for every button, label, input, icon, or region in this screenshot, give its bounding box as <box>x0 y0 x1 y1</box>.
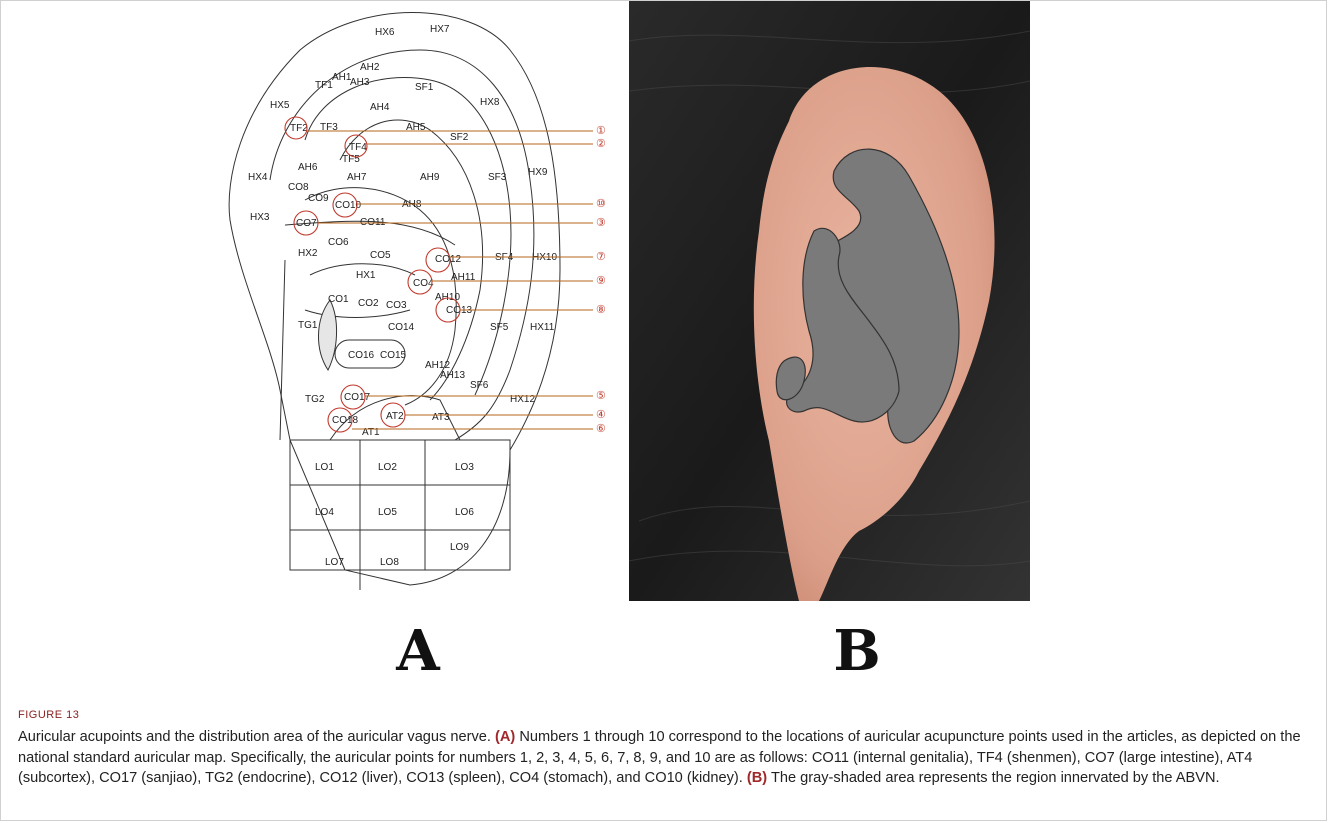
figure-number: FIGURE 13 <box>18 709 79 721</box>
marker-number: ② <box>596 138 606 150</box>
region-label-sf2: SF2 <box>450 132 469 143</box>
region-label-co8: CO8 <box>288 182 309 193</box>
region-label-at2: AT2 <box>386 411 404 422</box>
marker-number: ⑥ <box>596 423 606 435</box>
region-label-ah7: AH7 <box>347 172 367 183</box>
marker-number: ⑤ <box>596 390 606 402</box>
region-label-co6: CO6 <box>328 237 349 248</box>
region-label-tg1: TG1 <box>298 320 318 331</box>
marker-number: ⑦ <box>596 251 606 263</box>
region-label-lo8: LO8 <box>380 557 399 568</box>
region-label-lo4: LO4 <box>315 507 334 518</box>
region-label-tf1: TF1 <box>315 80 333 91</box>
region-label-co5: CO5 <box>370 250 391 261</box>
marker-number: ⑩ <box>596 198 606 210</box>
region-label-lo2: LO2 <box>378 462 397 473</box>
region-label-co17: CO17 <box>344 392 371 403</box>
region-label-lo3: LO3 <box>455 462 474 473</box>
caption-a-marker: (A) <box>495 729 515 745</box>
region-label-ah4: AH4 <box>370 102 390 113</box>
region-label-hx7: HX7 <box>430 24 450 35</box>
region-label-sf6: SF6 <box>470 380 489 391</box>
region-label-ah6: AH6 <box>298 162 318 173</box>
region-label-lo5: LO5 <box>378 507 397 518</box>
region-label-tf2: TF2 <box>290 123 308 134</box>
panel-label-b: B <box>797 618 917 684</box>
marker-number: ① <box>596 125 606 137</box>
region-label-hx3: HX3 <box>250 212 270 223</box>
region-label-hx8: HX8 <box>480 97 500 108</box>
marker-number: ③ <box>596 217 606 229</box>
region-label-hx4: HX4 <box>248 172 268 183</box>
region-label-hx2: HX2 <box>298 248 318 259</box>
helix-inner-border <box>270 50 534 440</box>
region-label-hx5: HX5 <box>270 100 290 111</box>
region-label-lo6: LO6 <box>455 507 474 518</box>
caption-title: Auricular acupoints and the distribution… <box>18 729 491 745</box>
region-label-tg2: TG2 <box>305 394 325 405</box>
region-label-hx11: HX11 <box>530 322 555 333</box>
region-label-hx10: HX10 <box>532 252 557 263</box>
region-label-co9: CO9 <box>308 193 329 204</box>
figure-caption: Auricular acupoints and the distribution… <box>18 727 1308 789</box>
marker-number: ⑨ <box>596 275 606 287</box>
region-label-ah1: AH1 <box>332 72 352 83</box>
region-label-sf3: SF3 <box>488 172 507 183</box>
region-label-hx1: HX1 <box>356 270 376 281</box>
region-label-co15: CO15 <box>380 350 407 361</box>
region-label-lo1: LO1 <box>315 462 334 473</box>
region-label-co7: CO7 <box>296 218 317 229</box>
caption-b-text: The gray-shaded area represents the regi… <box>771 770 1220 786</box>
panel-label-a: A <box>358 618 478 684</box>
co-line <box>305 310 410 318</box>
region-label-tf4: TF4 <box>349 142 367 153</box>
region-label-co2: CO2 <box>358 298 379 309</box>
region-label-hx9: HX9 <box>528 167 548 178</box>
region-label-co10: CO10 <box>335 200 362 211</box>
region-label-sf1: SF1 <box>415 82 434 93</box>
marker-number: ⑧ <box>596 304 606 316</box>
region-label-ah13: AH13 <box>440 370 465 381</box>
region-label-co12: CO12 <box>435 254 462 265</box>
region-label-co1: CO1 <box>328 294 349 305</box>
ear-photo <box>629 1 1030 601</box>
region-label-co14: CO14 <box>388 322 415 333</box>
region-label-sf5: SF5 <box>490 322 509 333</box>
region-label-at3: AT3 <box>432 412 450 423</box>
region-label-co16: CO16 <box>348 350 375 361</box>
marker-numbers: ①② ⑩ ③ ⑦ ⑨ ⑧ ⑤ ④ ⑥ <box>596 125 606 435</box>
region-label-ah2: AH2 <box>360 62 380 73</box>
region-label-co18: CO18 <box>332 415 359 426</box>
lobe-grid <box>290 440 510 570</box>
region-label-sf4: SF4 <box>495 252 514 263</box>
region-label-ah9: AH9 <box>420 172 440 183</box>
region-label-lo9: LO9 <box>450 542 469 553</box>
region-label-lo7: LO7 <box>325 557 344 568</box>
caption-b-marker: (B) <box>747 770 767 786</box>
region-label-co11: CO11 <box>360 217 386 228</box>
region-label-ah8: AH8 <box>402 199 422 210</box>
region-label-ah3: AH3 <box>350 77 370 88</box>
region-label-hx6: HX6 <box>375 27 395 38</box>
region-label-co3: CO3 <box>386 300 407 311</box>
marker-number: ④ <box>596 409 606 421</box>
